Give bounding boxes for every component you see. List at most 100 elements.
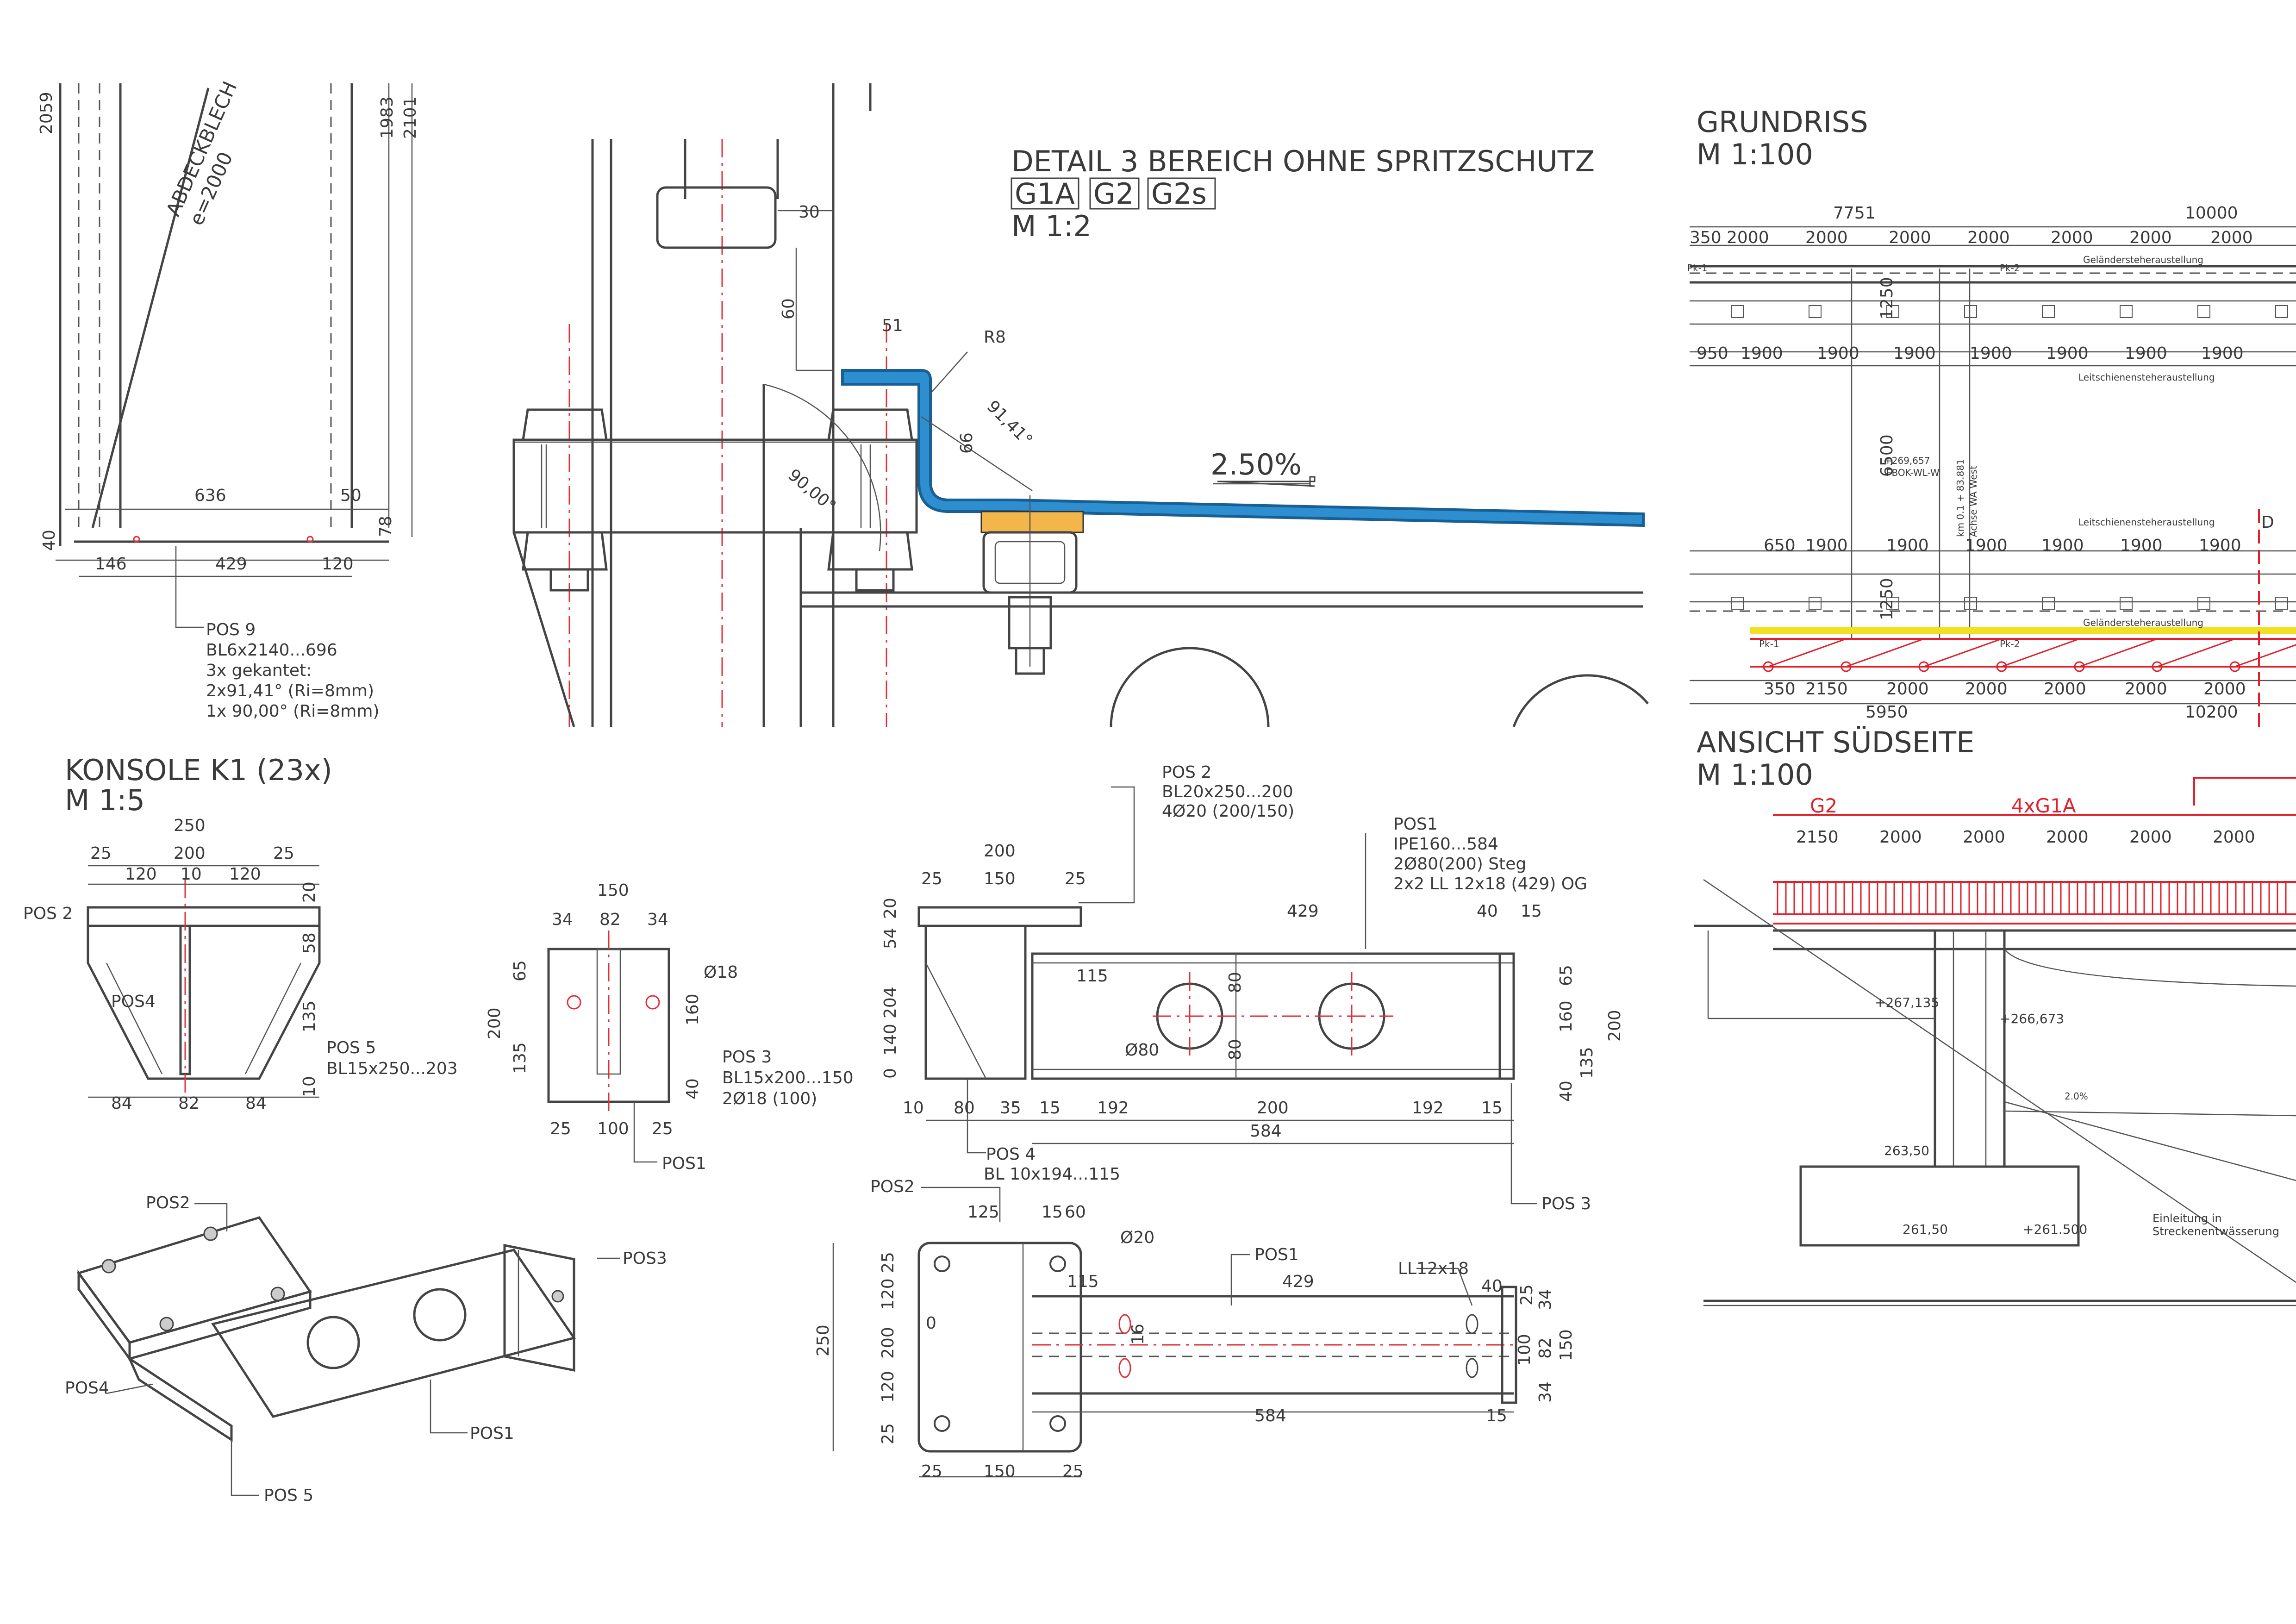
grundriss-dim: 2000 xyxy=(2051,228,2093,247)
plan-dim: 25 xyxy=(879,1423,898,1444)
end-dim: 25 xyxy=(652,1119,673,1138)
grundriss-dim: 2000 xyxy=(1889,228,1931,247)
grundriss-dim: 1900 xyxy=(2199,536,2241,555)
post-marker xyxy=(1809,597,1822,610)
side-dim: 204 xyxy=(881,987,900,1018)
konsole-title: KONSOLE K1 (23x) xyxy=(65,753,332,787)
brace-line xyxy=(2234,644,2296,668)
side-dim: 25 xyxy=(1065,869,1086,888)
grundriss-dim: 1900 xyxy=(1741,344,1783,363)
grundriss-dim: 2000 xyxy=(1967,228,2010,247)
grundriss-dim: 950 xyxy=(1697,344,1728,363)
grundriss-level: +269,657 xyxy=(1884,455,1930,466)
konsole-pos1-line: POS1 xyxy=(1393,815,1438,834)
grundriss-dim: 1900 xyxy=(2201,344,2244,363)
konsole-front-dims: 250 25 200 25 120 10 120 20 58 135 10 84… xyxy=(90,816,319,1113)
side-dim: 160 xyxy=(1557,1000,1576,1032)
brace-line xyxy=(2079,638,2158,668)
plan-dim: 125 xyxy=(967,1203,999,1222)
plan-dim: 60 xyxy=(1065,1203,1086,1222)
plan-dim: 120 xyxy=(879,1371,898,1403)
side-dim: 15 xyxy=(1521,902,1542,921)
side-dim: 80 xyxy=(954,1099,975,1118)
konsole-plan-ll: LL12x18 xyxy=(1398,1259,1469,1278)
ansicht-level: 261,50 xyxy=(1903,1222,1948,1237)
tag-box xyxy=(1011,177,1079,210)
ansicht-slope: 2.0% xyxy=(2065,1091,2088,1102)
ansicht-note: Einleitung in xyxy=(2152,1212,2222,1225)
post-marker xyxy=(2197,305,2210,318)
abdeckblech-dim: 120 xyxy=(322,555,354,574)
post-marker xyxy=(2275,597,2288,610)
end-dim: 82 xyxy=(599,910,621,929)
post-marker xyxy=(1731,597,1744,610)
plan-dim: 0 xyxy=(926,1314,936,1333)
plan-dim: 115 xyxy=(1067,1272,1099,1291)
grundriss-km: km 0.1 + 83.881 xyxy=(1955,459,1966,537)
grundriss-dim: 650 xyxy=(1764,536,1796,555)
brace-line xyxy=(2157,638,2235,668)
iso-label: POS 5 xyxy=(264,1486,313,1505)
end-dim: 25 xyxy=(550,1119,571,1138)
grundriss-railing-marks xyxy=(1731,305,2296,672)
end-dim: 150 xyxy=(597,881,629,900)
side-dim: 10 xyxy=(903,1099,924,1118)
abdeckblech-dim: 50 xyxy=(340,486,362,505)
side-dim: 0 xyxy=(881,1068,900,1079)
grundriss-dim: 1900 xyxy=(1970,344,2012,363)
post-marker xyxy=(1964,305,1977,318)
plan-dim: 120 xyxy=(879,1278,898,1310)
grundriss-dim: 350 xyxy=(1764,680,1796,699)
ansicht-tag-g2: G2 xyxy=(1810,794,1837,817)
side-dim: 135 xyxy=(1578,1047,1597,1079)
side-dim: 80 xyxy=(1226,972,1245,993)
grundriss-dim: 2000 xyxy=(1886,680,1929,699)
side-dim: 200 xyxy=(984,842,1016,861)
end-dim: 40 xyxy=(683,1078,702,1099)
side-dim: 35 xyxy=(1000,1099,1021,1118)
post-marker xyxy=(1731,305,1744,318)
ansicht-level: +267,135 xyxy=(1875,995,1939,1010)
ansicht-dim: 2000 xyxy=(1963,828,2005,847)
front-dim: 250 xyxy=(174,816,206,835)
end-dim: 160 xyxy=(683,993,702,1025)
ansicht-dim: 2000 xyxy=(1879,828,1922,847)
side-dim: 115 xyxy=(1076,967,1108,986)
side-dim: 15 xyxy=(1039,1099,1061,1118)
grundriss-dim: 1900 xyxy=(1817,344,1859,363)
grundriss-pk: Pk-2 xyxy=(2000,262,2020,274)
plan-dim: 15 xyxy=(1486,1406,1507,1425)
front-dim: 120 xyxy=(125,865,157,884)
grundriss-view xyxy=(1690,226,2296,731)
front-dim: 200 xyxy=(174,844,206,863)
side-dim: 40 xyxy=(1477,902,1498,921)
plan-dim: 429 xyxy=(1282,1272,1314,1291)
plan-dim: 250 xyxy=(814,1324,833,1356)
detail3-dim: 66 xyxy=(957,432,976,454)
anchor-marker xyxy=(1841,661,1852,672)
konsole-side-hole: Ø80 xyxy=(1125,1041,1159,1060)
grundriss-dim: 1900 xyxy=(1893,344,1936,363)
grundriss-dim: 350 xyxy=(1690,228,1722,247)
plan-dim: 82 xyxy=(1536,1337,1555,1359)
grundriss-dim: 5950 xyxy=(1866,703,1908,722)
pos9-line: 2x91,41° (Ri=8mm) xyxy=(206,681,374,700)
konsole-plan-hole: Ø20 xyxy=(1120,1228,1154,1247)
side-dim: 54 xyxy=(881,928,900,949)
konsole-pos4-line: BL 10x194...115 xyxy=(984,1165,1120,1184)
plan-dim: 25 xyxy=(879,1252,898,1273)
front-dim: 10 xyxy=(300,1076,319,1097)
post-marker xyxy=(2120,597,2133,610)
konsole-end-hole: Ø18 xyxy=(704,963,738,982)
grundriss-dim: 1900 xyxy=(2125,344,2167,363)
detail3-dim: 30 xyxy=(799,203,820,222)
end-dim: 100 xyxy=(597,1119,629,1138)
side-dim: 15 xyxy=(1481,1099,1503,1118)
front-dim: 58 xyxy=(300,932,319,954)
brace-line xyxy=(1846,638,1924,668)
